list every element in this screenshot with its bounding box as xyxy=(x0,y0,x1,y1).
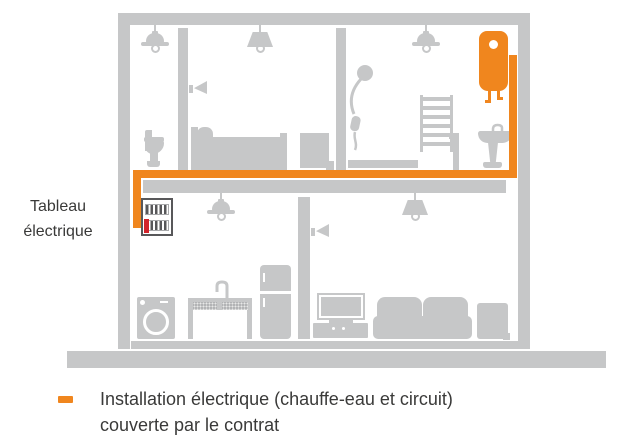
legend-line-2: couverte par le contrat xyxy=(100,415,280,435)
sofa-base xyxy=(373,316,472,339)
wall-left xyxy=(118,13,130,349)
refrigerator-body xyxy=(260,265,291,339)
radiator-bar xyxy=(420,124,453,128)
water-heater-pipe xyxy=(497,91,500,100)
electrical-panel-label: Tableau électrique xyxy=(23,198,93,240)
radiator-bar xyxy=(420,97,453,101)
legend-text: Installation électrique (chauffe-eau et … xyxy=(100,386,453,438)
lamp-shade xyxy=(402,200,428,215)
radiator-rail-right xyxy=(450,95,453,152)
wall-lamp-shade xyxy=(194,81,207,94)
legend-line-1: Installation électrique (chauffe-eau et … xyxy=(100,389,453,409)
circuit-line-right-vertical xyxy=(509,55,517,178)
tv-screen xyxy=(321,297,361,316)
lamp-collar xyxy=(218,199,224,202)
wall-lamp-shade xyxy=(316,224,329,237)
floor-bottom xyxy=(131,341,518,349)
electrical-panel-icon xyxy=(141,198,173,236)
refrigerator-divider xyxy=(260,291,291,294)
circuit-panel-stub xyxy=(133,220,146,228)
tv-icon xyxy=(317,293,365,320)
floor-slab-middle xyxy=(143,180,506,193)
sink-pedestal xyxy=(487,142,499,164)
wall-upper-toilet-bedroom xyxy=(178,28,188,172)
ground xyxy=(67,351,606,368)
lamp-cord xyxy=(220,193,222,201)
lamp-dome xyxy=(212,201,230,211)
cabinet-knob xyxy=(332,327,335,330)
shower-icon xyxy=(349,65,373,151)
shower-tray xyxy=(348,160,418,168)
tv-cabinet-icon xyxy=(313,323,368,338)
water-heater-pipe xyxy=(497,97,503,100)
radiator-bar xyxy=(420,106,453,110)
water-heater-dial xyxy=(489,40,498,49)
washing-machine-door xyxy=(143,309,169,335)
radiator-rail-left xyxy=(420,95,423,152)
lamp-collar xyxy=(423,31,429,34)
wall-upper-bedroom-bathroom xyxy=(336,28,346,172)
lamp-shade xyxy=(247,32,273,47)
circuit-line-left-vertical xyxy=(133,170,141,228)
kitchen-faucet-icon xyxy=(215,280,229,299)
toilet-pedestal xyxy=(150,152,158,164)
wall-lower-kitchen-living xyxy=(298,197,310,339)
bed-pillow xyxy=(197,127,213,138)
bed-mattress xyxy=(191,137,283,170)
lamp-brim xyxy=(207,210,235,214)
radiator-bar xyxy=(420,133,453,137)
nightstand-body xyxy=(300,133,329,168)
lamp-collar xyxy=(152,31,158,34)
towel-radiator-icon xyxy=(420,95,453,152)
wall-lamp-stem xyxy=(189,85,193,93)
sink-faucet-icon xyxy=(491,123,504,133)
lamp-cord xyxy=(414,193,416,201)
radiator-bar xyxy=(420,142,453,146)
sink-basin xyxy=(478,131,512,143)
lamp-dome xyxy=(417,33,435,43)
lamp-dome xyxy=(146,33,164,43)
main-switch-red xyxy=(144,219,149,233)
toilet-bowl xyxy=(145,140,164,154)
toilet-seat xyxy=(144,137,164,142)
lamp-brim xyxy=(141,42,169,46)
lamp-cord xyxy=(154,25,156,33)
lamp-brim xyxy=(412,42,440,46)
cabinet-knob xyxy=(342,327,345,330)
sink-foot xyxy=(483,162,502,168)
toilet-foot xyxy=(147,161,160,167)
radiator-bar xyxy=(420,115,453,119)
counter-leg xyxy=(247,310,252,339)
legend-swatch xyxy=(58,396,73,403)
bed-footboard xyxy=(280,133,287,170)
radiator-pipe xyxy=(453,133,459,171)
refrigerator-handle xyxy=(263,273,265,282)
lamp-cord xyxy=(259,25,261,33)
ceiling xyxy=(118,13,530,25)
sink-basin-left xyxy=(193,302,217,310)
side-table-foot xyxy=(503,333,510,340)
refrigerator-handle xyxy=(263,298,265,307)
water-heater-pipe xyxy=(485,100,491,103)
lamp-cord xyxy=(425,25,427,33)
sink-basin-right xyxy=(222,302,248,310)
wall-lamp-stem xyxy=(311,228,315,236)
nightstand-foot xyxy=(326,161,334,170)
breaker-row xyxy=(145,204,169,215)
washing-machine-display xyxy=(160,301,168,303)
side-table-body xyxy=(477,303,508,339)
tv-stand-neck xyxy=(329,319,353,324)
circuit-line-horizontal xyxy=(133,170,517,178)
counter-leg xyxy=(188,310,193,339)
water-heater-pipe xyxy=(488,91,491,103)
washing-machine-knob xyxy=(140,300,145,305)
wall-right xyxy=(518,13,530,349)
